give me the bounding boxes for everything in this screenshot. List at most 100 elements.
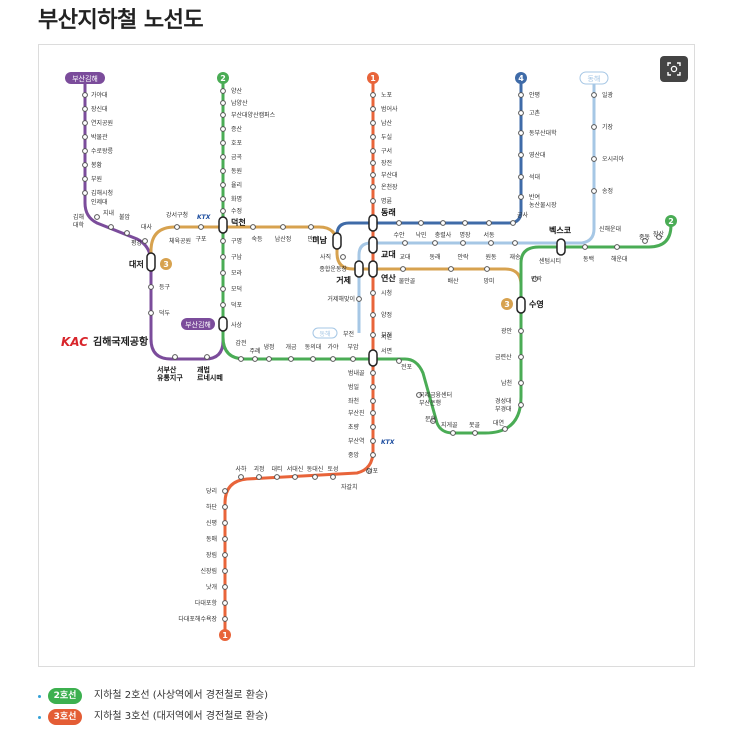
station-dot[interactable] [82,162,88,168]
station-dot[interactable] [614,244,620,250]
station-dot[interactable] [656,234,662,240]
station-dot[interactable] [370,398,376,404]
transfer-bexco[interactable] [556,238,566,256]
transfer-yeonsan[interactable] [368,260,378,278]
station-dot[interactable] [370,184,376,190]
station-dot[interactable] [370,198,376,204]
station-dot[interactable] [518,174,524,180]
transfer-dongnae[interactable] [368,214,378,232]
station-dot[interactable] [370,438,376,444]
station-dot[interactable] [82,134,88,140]
transfer-geoje[interactable] [354,260,364,278]
station-dot[interactable] [94,214,100,220]
station-dot[interactable] [440,220,446,226]
transfer-seomyeon[interactable] [368,349,378,367]
station-dot[interactable] [280,224,286,230]
station-dot[interactable] [518,354,524,360]
station-dot[interactable] [418,220,424,226]
subway-map[interactable]: 1 2 4 2 3 3 1 부산김해 부산김해 동해 동해 KAC 김해국제공항… [38,44,695,667]
station-dot[interactable] [518,380,524,386]
station-dot[interactable] [266,356,272,362]
station-dot[interactable] [222,568,228,574]
station-dot[interactable] [222,616,228,622]
station-dot[interactable] [591,124,597,130]
station-dot[interactable] [220,270,226,276]
station-dot[interactable] [220,154,226,160]
station-dot[interactable] [510,220,516,226]
station-dot[interactable] [370,312,376,318]
station-dot[interactable] [402,240,408,246]
station-dot[interactable] [591,156,597,162]
station-dot[interactable] [222,600,228,606]
station-dot[interactable] [256,474,262,480]
station-dot[interactable] [220,112,226,118]
station-dot[interactable] [370,148,376,154]
station-dot[interactable] [370,452,376,458]
station-dot[interactable] [310,356,316,362]
station-dot[interactable] [330,474,336,480]
station-dot[interactable] [582,244,588,250]
station-dot[interactable] [220,88,226,94]
station-dot[interactable] [220,238,226,244]
station-dot[interactable] [350,356,356,362]
station-dot[interactable] [416,392,422,398]
station-dot[interactable] [448,266,454,272]
transfer-suyeong[interactable] [516,296,526,314]
route-map[interactable]: 1 2 4 2 3 3 1 부산김해 부산김해 동해 동해 KAC 김해국제공항… [39,45,696,668]
station-dot[interactable] [292,474,298,480]
station-dot[interactable] [82,176,88,182]
station-dot[interactable] [220,140,226,146]
station-dot[interactable] [430,418,436,424]
station-dot[interactable] [220,254,226,260]
station-dot[interactable] [366,468,372,474]
station-dot[interactable] [312,474,318,480]
station-dot[interactable] [370,92,376,98]
station-dot[interactable] [591,188,597,194]
station-dots[interactable] [82,88,662,622]
station-dot[interactable] [220,100,226,106]
station-dot[interactable] [370,172,376,178]
station-dot[interactable] [288,356,294,362]
transfer-daejeo[interactable] [146,252,156,272]
station-dot[interactable] [642,238,648,244]
station-dot[interactable] [220,168,226,174]
station-dot[interactable] [82,92,88,98]
station-dot[interactable] [502,426,508,432]
station-dot[interactable] [220,286,226,292]
station-dot[interactable] [370,424,376,430]
station-dot[interactable] [370,160,376,166]
transfer-deokcheon[interactable] [218,216,228,234]
station-dot[interactable] [518,402,524,408]
station-dot[interactable] [172,354,178,360]
station-dot[interactable] [370,134,376,140]
station-dot[interactable] [518,130,524,136]
station-dot[interactable] [591,92,597,98]
station-dot[interactable] [460,240,466,246]
station-dot[interactable] [462,220,468,226]
station-dot[interactable] [82,148,88,154]
station-dot[interactable] [370,384,376,390]
station-dot[interactable] [204,354,210,360]
station-dot[interactable] [82,120,88,126]
station-dot[interactable] [220,208,226,214]
station-dot[interactable] [370,120,376,126]
station-dot[interactable] [222,520,228,526]
station-dot[interactable] [274,474,280,480]
transfer-sasang[interactable] [218,316,228,332]
station-dot[interactable] [532,276,538,282]
station-dot[interactable] [330,356,336,362]
station-dot[interactable] [370,410,376,416]
station-dot[interactable] [486,220,492,226]
transfer-minam[interactable] [332,232,342,250]
station-dot[interactable] [82,190,88,196]
station-dot[interactable] [450,430,456,436]
station-dot[interactable] [518,194,524,200]
station-dot[interactable] [222,536,228,542]
station-dot[interactable] [370,332,376,338]
station-dot[interactable] [222,504,228,510]
transfer-gyodae[interactable] [368,236,378,254]
station-dot[interactable] [370,370,376,376]
station-dot[interactable] [238,474,244,480]
station-dot[interactable] [220,126,226,132]
station-dot[interactable] [198,224,204,230]
